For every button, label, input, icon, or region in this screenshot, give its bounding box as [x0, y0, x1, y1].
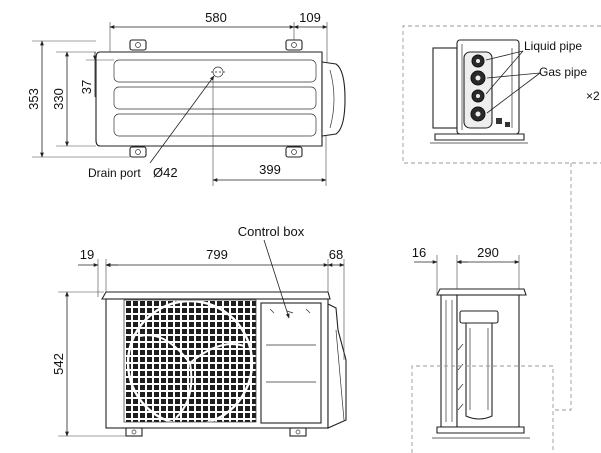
pipe-detail-view: Liquid pipe Gas pipe ×2: [402, 25, 601, 411]
side-detail-frame: [411, 365, 554, 453]
mounting-feet: [129, 39, 303, 158]
drain-diameter-label: Ø42: [153, 165, 178, 180]
side-hatch: [457, 343, 464, 411]
top-view: 580 109 353 330 37 399 Drain port Ø42: [26, 10, 346, 186]
pipe-fittings: [470, 54, 486, 122]
dim-68-label: 68: [329, 247, 343, 262]
dim-330-label: 330: [51, 88, 66, 110]
drain-port-leader: [149, 75, 215, 164]
dim-542-label: 542: [51, 353, 66, 375]
control-box-leader: [263, 239, 290, 319]
detail-connector: [553, 163, 572, 411]
dim-580-label: 580: [205, 10, 227, 25]
detail-frame: [402, 25, 601, 164]
side-handle: [459, 310, 499, 324]
fan-grille: [123, 299, 257, 423]
top-view-side-panel: [321, 61, 346, 137]
dim-109-label: 109: [299, 10, 321, 25]
dim-19-label: 19: [80, 247, 94, 262]
control-box-panel: [260, 302, 322, 424]
front-view: 19 799 68 542 Control box: [51, 224, 347, 437]
top-grille-slots: [113, 59, 317, 137]
top-view-housing: [95, 51, 323, 147]
liquid-pipe-label: Liquid pipe: [524, 39, 582, 53]
dim-37-label: 37: [79, 80, 94, 94]
dim-399-label: 399: [259, 162, 281, 177]
gas-pipe-label: Gas pipe: [539, 65, 587, 79]
dim-353-label: 353: [26, 88, 41, 110]
dim-16-label: 16: [412, 245, 426, 260]
dim-799-label: 799: [206, 247, 228, 262]
control-box-label: Control box: [238, 224, 305, 239]
drain-port-label: Drain port: [88, 166, 141, 180]
multiplier-label: ×2: [586, 89, 600, 103]
side-view-housing: [440, 294, 458, 428]
front-view-lid: [101, 291, 331, 300]
side-view: 16 290: [411, 245, 554, 453]
dim-290-label: 290: [477, 245, 499, 260]
